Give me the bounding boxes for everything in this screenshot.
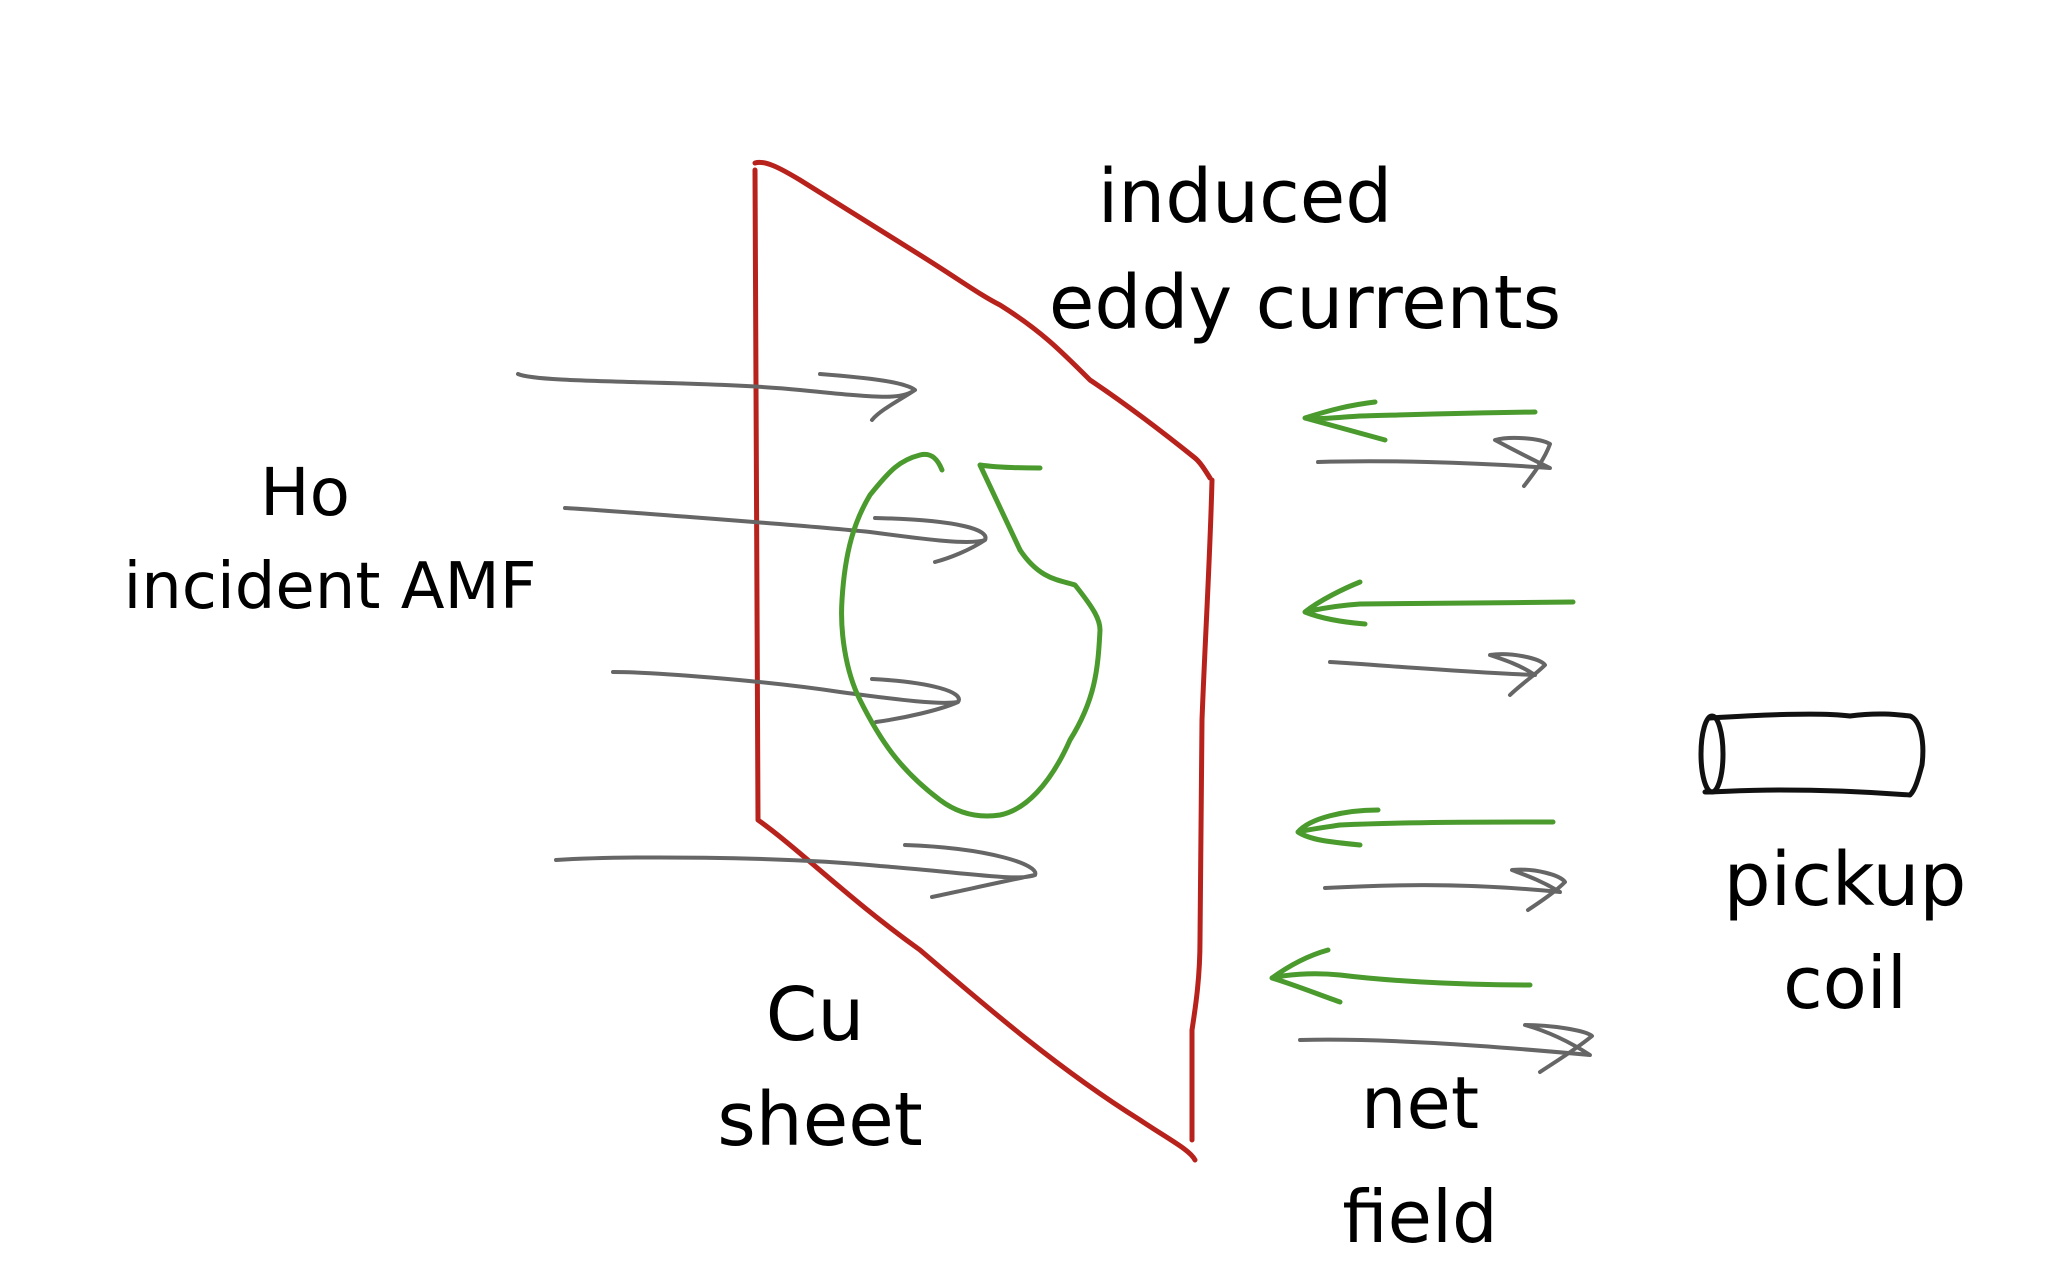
- induced-arrow-4: [1269, 947, 1533, 1005]
- pickup-coil: [1698, 711, 1926, 798]
- eddy-current-loop: [839, 451, 1103, 819]
- label-incident-line2: incident AMF: [123, 550, 536, 624]
- pickup-coil-body: [1702, 711, 1926, 798]
- label-sheet-line2: sheet: [717, 1077, 923, 1163]
- induced-arrow-1: [1302, 399, 1538, 443]
- net-arrow-3: [1323, 867, 1567, 912]
- label-coil-line2: coil: [1783, 941, 1907, 1025]
- net-arrow-1: [1316, 435, 1552, 488]
- incident-arrow-4: [554, 843, 1038, 899]
- label-eddy: induced eddy currents: [1049, 154, 1561, 346]
- label-net-line1: net: [1361, 1061, 1479, 1145]
- induced-arrow-3: [1295, 807, 1556, 848]
- incident-arrow-2: [563, 506, 988, 564]
- label-sheet-line1: Cu: [766, 972, 865, 1058]
- label-eddy-line2: eddy currents: [1049, 260, 1561, 346]
- incident-arrow-1: [516, 372, 917, 422]
- cu-sheet: [752, 159, 1215, 1163]
- label-incident: Ho incident AMF: [123, 454, 536, 624]
- label-net-line2: field: [1342, 1175, 1497, 1259]
- label-eddy-line1: induced: [1098, 154, 1393, 240]
- net-arrow-4: [1298, 1023, 1594, 1074]
- induced-arrow-2: [1302, 579, 1576, 627]
- label-net: net field: [1342, 1061, 1497, 1259]
- label-sheet: Cu sheet: [717, 972, 923, 1163]
- net-field-arrows: [1298, 435, 1594, 1074]
- net-arrow-2: [1328, 652, 1547, 697]
- cu-sheet-outline: [752, 159, 1215, 1163]
- label-coil-line1: pickup: [1724, 837, 1967, 923]
- eddy-loop-path: [839, 451, 1103, 819]
- label-incident-line1: Ho: [260, 454, 350, 531]
- eddy-loop-arrowhead: [977, 462, 1043, 553]
- induced-field-arrows: [1269, 399, 1576, 1005]
- label-coil: pickup coil: [1724, 837, 1967, 1025]
- incident-arrow-3: [611, 670, 961, 724]
- pickup-coil-end: [1698, 713, 1726, 795]
- incident-field-arrows: [516, 372, 1038, 899]
